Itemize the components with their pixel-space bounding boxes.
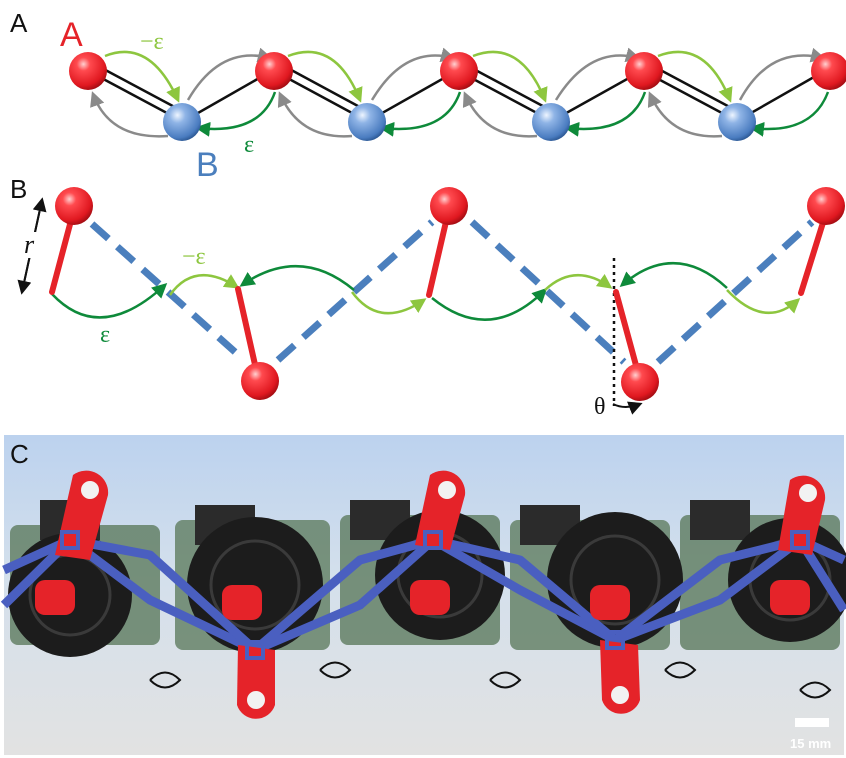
band-anchors <box>60 530 810 660</box>
site-b-sphere <box>718 103 756 141</box>
length-label: r <box>24 230 35 259</box>
panel-a-sites <box>69 52 846 141</box>
rotor-sphere <box>621 363 659 401</box>
panel-b-sites <box>55 187 845 401</box>
site-b-sphere <box>348 103 386 141</box>
panel-a-label: A <box>10 8 28 38</box>
scale-bar-label: 15 mm <box>790 736 831 751</box>
panel-b-dashed-links <box>89 219 815 365</box>
panel-b: B <box>10 174 845 420</box>
site-b-sphere <box>163 103 201 141</box>
site-a-label: A <box>60 16 83 54</box>
panel-b-label: B <box>10 174 27 204</box>
panel-c-photo: 15 mm C <box>0 435 846 755</box>
coupling-pos-label: ε <box>244 132 254 158</box>
coupling-neg-label: −ε <box>182 244 206 270</box>
site-b-sphere <box>532 103 570 141</box>
red-rotor-arms <box>35 470 826 719</box>
angle-arrow-icon <box>612 401 643 415</box>
cables <box>149 661 832 699</box>
site-a-sphere <box>69 52 107 90</box>
site-a-sphere <box>440 52 478 90</box>
panel-a-arrows <box>90 47 830 138</box>
rotor-sphere <box>55 187 93 225</box>
coupling-neg-label: −ε <box>140 29 164 55</box>
panel-c-label: C <box>10 439 29 469</box>
angle-label: θ <box>594 394 606 420</box>
panel-a: A <box>10 8 846 184</box>
panel-b-rods <box>49 210 829 383</box>
coupling-pos-label: ε <box>100 322 110 348</box>
site-a-sphere <box>625 52 663 90</box>
rotor-sphere <box>241 362 279 400</box>
scale-bar <box>795 718 829 727</box>
panel-b-arrows <box>51 262 801 321</box>
site-a-sphere <box>811 52 846 90</box>
rotor-sphere <box>430 187 468 225</box>
rotor-sphere <box>807 187 845 225</box>
site-a-sphere <box>255 52 293 90</box>
site-b-label: B <box>196 146 219 184</box>
